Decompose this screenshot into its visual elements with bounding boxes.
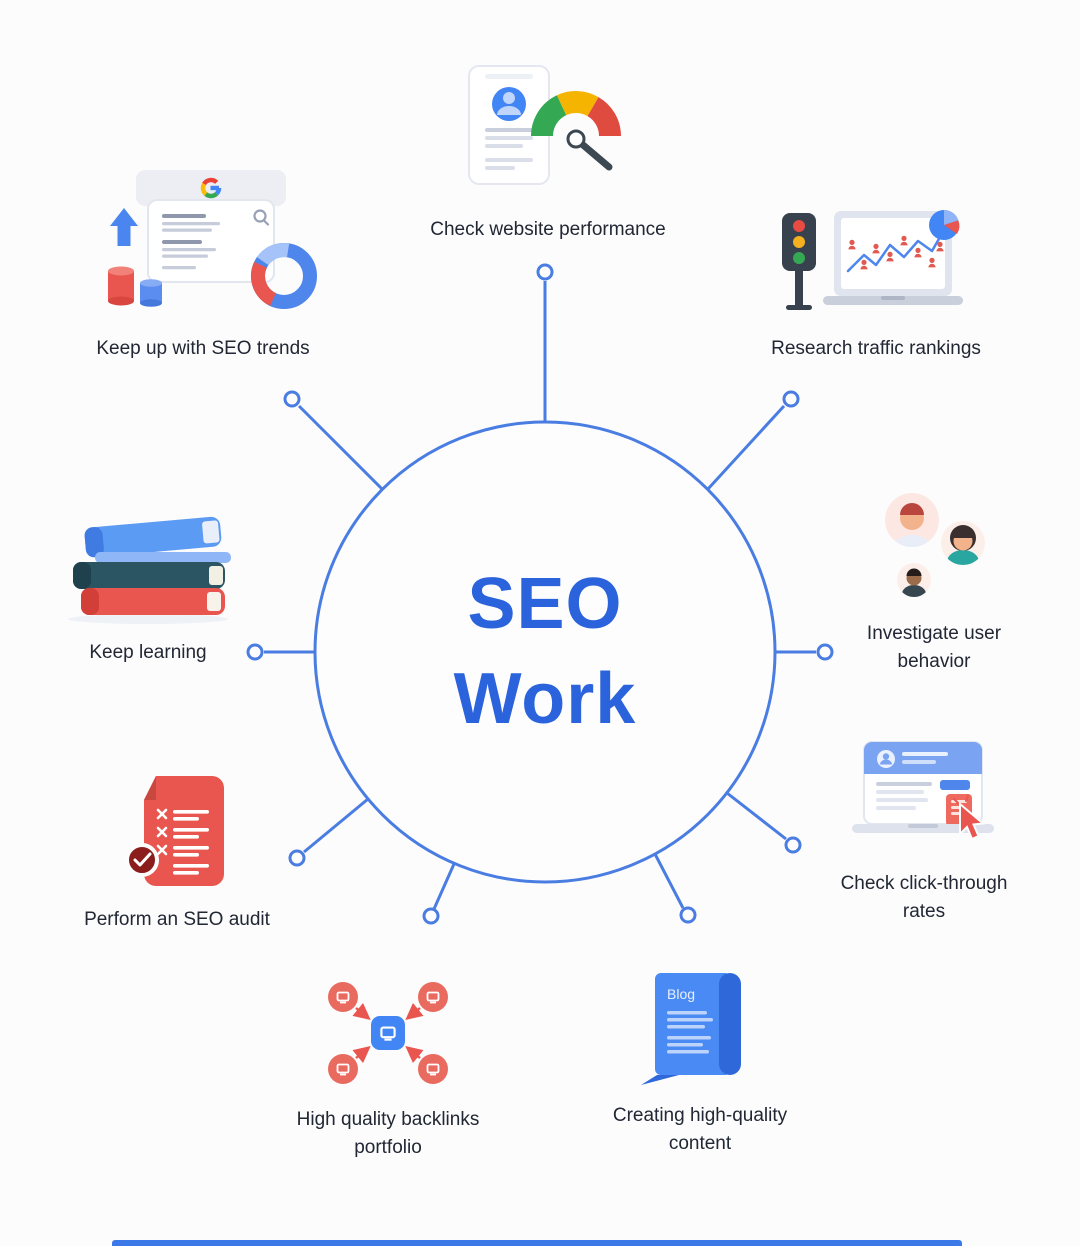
laptop-chart-icon — [823, 211, 963, 305]
profile-avatar-icon — [492, 87, 526, 121]
diagram-title: SEO Work — [454, 557, 637, 747]
blue-cylinder-icon — [140, 279, 162, 307]
spoke-item-creating-high-quality-content: Blog Creating high-quality content — [600, 965, 800, 1157]
spoke-item-investigate-user-behavior: Investigate user behavior — [828, 488, 1040, 675]
item-label: Check click-through rates — [840, 873, 1008, 922]
folded-corner — [144, 776, 156, 800]
spoke-endpoints — [246, 263, 834, 925]
spoke-lines — [264, 281, 816, 910]
spoke-item-check-website-performance: Check website performance — [398, 62, 698, 244]
website-performance-gauge-icon — [398, 62, 698, 204]
traffic-light-icon — [782, 213, 816, 310]
book-red — [81, 588, 225, 615]
seo-trends-browser-icon — [58, 168, 348, 323]
red-cylinder-icon — [108, 266, 134, 306]
donut-chart-icon — [251, 243, 317, 309]
item-label: Keep learning — [89, 642, 207, 663]
item-label: Keep up with SEO trends — [96, 338, 310, 359]
search-icon — [253, 209, 270, 226]
spoke-item-research-traffic-rankings: Research traffic rankings — [766, 205, 986, 363]
item-label: High quality backlinks portfolio — [296, 1109, 480, 1158]
traffic-rankings-icon — [766, 205, 986, 323]
backlinks-network-icon — [278, 972, 498, 1094]
item-label: Creating high-quality content — [612, 1105, 788, 1154]
audit-checklist-icon — [62, 772, 292, 894]
books-stack-icon — [38, 492, 258, 627]
spoke-item-keep-learning: Keep learning — [38, 492, 258, 667]
item-label: Research traffic rankings — [771, 338, 981, 359]
inbound-arrows — [352, 1002, 424, 1064]
diagram-title-line1: SEO — [467, 563, 623, 644]
blue-tag — [939, 780, 970, 790]
user-avatars-icon — [828, 488, 1040, 608]
google-logo-icon — [200, 177, 222, 199]
pie-chart-icon — [929, 209, 960, 240]
click-through-laptop-icon — [818, 738, 1030, 858]
book-dark — [73, 562, 225, 589]
spoke-item-perform-an-seo-audit: Perform an SEO audit — [62, 772, 292, 934]
check-badge-icon — [125, 843, 159, 877]
cursor-icon — [958, 801, 985, 841]
item-label: Perform an SEO audit — [84, 909, 270, 930]
center-node-icon — [371, 1016, 405, 1050]
header-avatar-icon — [876, 750, 895, 768]
hub-circle — [313, 420, 777, 884]
growth-arrow-icon — [110, 208, 138, 246]
book-blue — [84, 516, 222, 558]
spoke-item-check-click-through-rates: Check click-through rates — [818, 738, 1030, 925]
avatar-man2-icon — [897, 563, 931, 597]
book-thin-blue — [95, 552, 231, 563]
speedometer-gauge-icon — [531, 91, 621, 171]
spoke-item-keep-up-with-seo-trends: Keep up with SEO trends — [58, 168, 348, 363]
cropped-bottom-element — [112, 1240, 962, 1246]
item-label: Check website performance — [430, 219, 666, 240]
x-marks — [156, 808, 168, 856]
avatar-man-icon — [885, 493, 939, 547]
outer-node-icon — [328, 982, 448, 1084]
spoke-item-high-quality-backlinks-portfolio: High quality backlinks portfolio — [278, 972, 498, 1161]
avatar-woman-icon — [941, 521, 985, 565]
item-label: Investigate user behavior — [866, 623, 1002, 672]
blog-scroll-icon: Blog — [600, 965, 800, 1090]
diagram-title-line2: Work — [453, 659, 637, 739]
blog-label: Blog — [667, 986, 695, 1002]
checklist-lines — [173, 810, 209, 875]
